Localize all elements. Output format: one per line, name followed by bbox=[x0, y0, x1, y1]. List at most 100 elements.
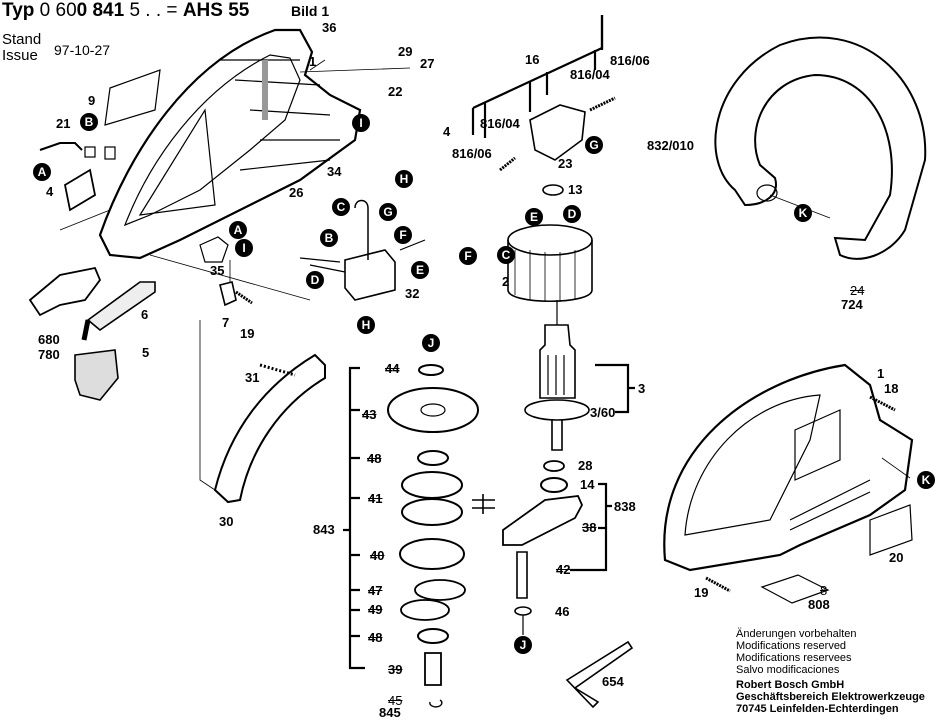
issue-label: Issue bbox=[2, 47, 38, 64]
part-label: 13 bbox=[568, 182, 583, 197]
pin-42 bbox=[516, 551, 528, 599]
part-label: 724 bbox=[841, 297, 863, 312]
connection-marker-k: K bbox=[917, 471, 935, 489]
part-label: 35 bbox=[210, 263, 225, 278]
part-label-superseded: 48 bbox=[368, 630, 383, 645]
company-name: Robert Bosch GmbH bbox=[736, 679, 845, 691]
connection-marker-f: F bbox=[394, 226, 412, 244]
bearing-13 bbox=[542, 184, 564, 196]
footer-note: Salvo modificaciones bbox=[736, 664, 840, 676]
part-label: 816/06 bbox=[452, 146, 492, 161]
connection-marker-f: F bbox=[459, 247, 477, 265]
stand-label: Stand bbox=[2, 31, 42, 48]
housing-left bbox=[98, 28, 362, 260]
part-label: 4 bbox=[46, 184, 54, 199]
part-label: 838 bbox=[614, 499, 636, 514]
bracket-843 bbox=[343, 366, 365, 670]
connection-marker-e: E bbox=[525, 208, 543, 226]
connection-marker-j: J bbox=[514, 636, 532, 654]
part-label: 36 bbox=[322, 20, 337, 35]
part-label: 32 bbox=[405, 286, 420, 301]
stator-2 bbox=[507, 224, 593, 302]
connection-marker-k: K bbox=[794, 204, 812, 222]
part-label: 1 bbox=[309, 54, 317, 69]
part-label: 3/60 bbox=[590, 405, 616, 420]
connection-marker-j: J bbox=[422, 334, 440, 352]
part-label-superseded: 42 bbox=[556, 562, 571, 577]
terminal-block-32 bbox=[299, 199, 426, 301]
footer-note: Modifications reserved bbox=[736, 640, 847, 652]
part-label-superseded: 49 bbox=[368, 602, 383, 617]
model-name: AHS 55 bbox=[182, 0, 250, 21]
connection-marker-i: I bbox=[352, 114, 370, 132]
part-label: 1 bbox=[877, 366, 885, 381]
part-label-superseded: 47 bbox=[368, 583, 383, 598]
washer-28 bbox=[543, 460, 565, 472]
part-label-superseded: 40 bbox=[370, 548, 385, 563]
part-label: 816/04 bbox=[570, 67, 610, 82]
gear-stack bbox=[387, 364, 479, 708]
footer-block: Änderungen vorbehalten Modifications res… bbox=[736, 628, 925, 715]
connection-marker-i: I bbox=[235, 239, 253, 257]
assembly-symbol bbox=[472, 494, 495, 514]
decal-9 bbox=[104, 69, 161, 126]
part-label: 780 bbox=[38, 347, 60, 362]
part-label: 654 bbox=[602, 674, 624, 689]
part-label: 845 bbox=[379, 705, 401, 720]
part-label-superseded: 44 bbox=[385, 361, 400, 376]
switch-left bbox=[39, 142, 116, 212]
part-label: 26 bbox=[289, 185, 304, 200]
connection-marker-h: H bbox=[357, 316, 375, 334]
connection-marker-d: D bbox=[306, 271, 324, 289]
plug-5 bbox=[74, 349, 119, 401]
connection-marker-a: A bbox=[33, 163, 51, 181]
part-label: 7 bbox=[222, 315, 230, 330]
guide-rail-30 bbox=[213, 353, 326, 504]
part-label-superseded: 45 bbox=[388, 693, 403, 708]
part-label: 4 bbox=[443, 124, 451, 139]
part-label-superseded: 24 bbox=[850, 283, 865, 298]
figure-label: Bild 1 bbox=[291, 3, 330, 19]
cable-sleeve-6 bbox=[86, 281, 156, 332]
part-label: 816/06 bbox=[610, 53, 650, 68]
handle-724 bbox=[714, 36, 927, 260]
part-label: 19 bbox=[694, 585, 709, 600]
typ-suffix: 5 . . = bbox=[124, 0, 178, 21]
part-label: 808 bbox=[808, 597, 830, 612]
connection-marker-c: C bbox=[332, 198, 350, 216]
part-label: 46 bbox=[555, 604, 570, 619]
footer-note: Modifications reservees bbox=[736, 652, 852, 664]
connection-marker-b: B bbox=[80, 113, 98, 131]
part-label-superseded: 39 bbox=[388, 662, 403, 677]
footer-note: Änderungen vorbehalten bbox=[736, 628, 857, 640]
connection-marker-g: G bbox=[585, 136, 603, 154]
part-label: 816/04 bbox=[480, 116, 520, 131]
screws bbox=[235, 290, 896, 593]
housing-right bbox=[663, 363, 914, 572]
washer-46 bbox=[514, 606, 532, 616]
part-label: 21 bbox=[56, 116, 71, 131]
decal-808 bbox=[760, 574, 830, 604]
part-label: 22 bbox=[388, 84, 403, 99]
hex-key-654 bbox=[565, 640, 634, 709]
part-label: 2 bbox=[502, 274, 510, 289]
connection-marker-e: E bbox=[411, 261, 429, 279]
clamp-7 bbox=[219, 281, 237, 307]
part-label: 30 bbox=[219, 514, 234, 529]
part-label-superseded: 41 bbox=[368, 491, 383, 506]
decal-20 bbox=[869, 504, 913, 556]
connection-marker-h: H bbox=[395, 170, 413, 188]
cable-clip-680 bbox=[28, 266, 102, 317]
connection-marker-b: B bbox=[320, 229, 338, 247]
part-label: 34 bbox=[327, 164, 342, 179]
part-label: 19 bbox=[240, 326, 255, 341]
part-label: 832/010 bbox=[647, 138, 694, 153]
connection-marker-g: G bbox=[379, 203, 397, 221]
part-label: 6 bbox=[141, 307, 149, 322]
typ-label: Typ bbox=[2, 0, 35, 21]
connection-marker-a: A bbox=[229, 221, 247, 239]
part-label: 23 bbox=[558, 156, 573, 171]
typ-number: 0 841 bbox=[76, 0, 125, 21]
